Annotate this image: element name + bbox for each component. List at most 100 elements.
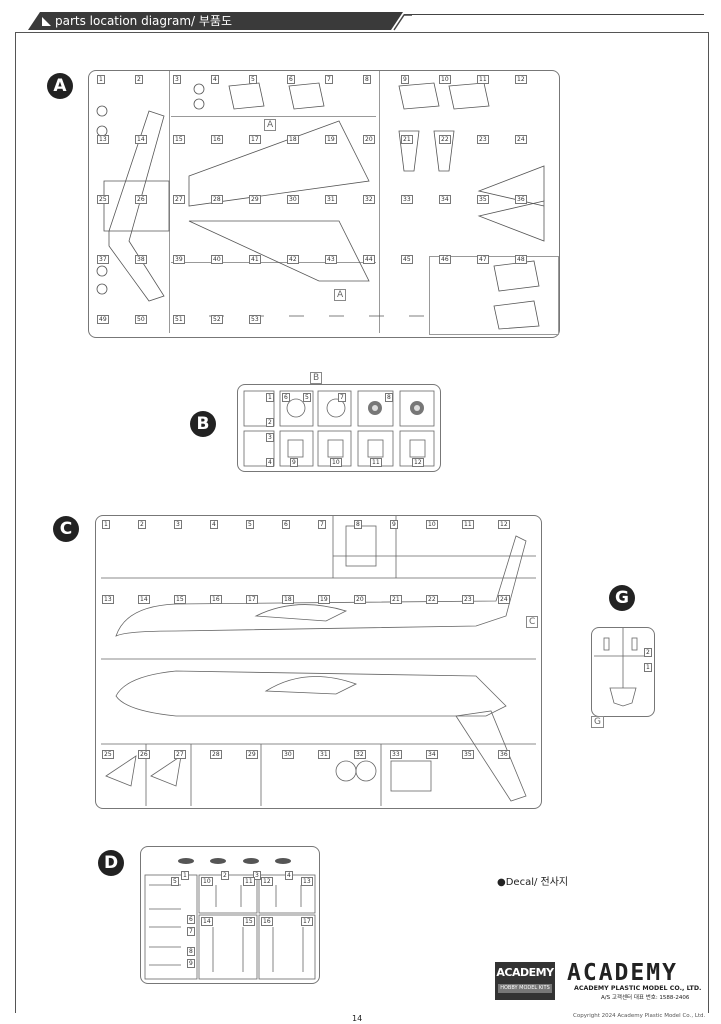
academy-wordmark: ACADEMY xyxy=(567,960,678,986)
part-number: 4 xyxy=(210,520,218,529)
part-number: 10 xyxy=(439,75,451,84)
part-number: 36 xyxy=(515,195,527,204)
sprue-d-badge: D xyxy=(98,850,124,876)
part-number: 10 xyxy=(330,458,342,467)
part-number: 34 xyxy=(426,750,438,759)
sprue-a-tag: A xyxy=(334,289,347,301)
sprue-a-tag: A xyxy=(264,119,277,131)
part-number: 15 xyxy=(243,917,255,926)
part-number: 13 xyxy=(102,595,114,604)
logo-subtext: HOBBY MODEL KITS xyxy=(498,984,552,993)
part-number: 2 xyxy=(135,75,143,84)
part-number: 11 xyxy=(370,458,382,467)
sprue-g-parts-drawing xyxy=(594,628,652,707)
part-number: 40 xyxy=(211,255,223,264)
sprue-b-tag: B xyxy=(310,372,323,384)
part-number: 1 xyxy=(644,663,652,672)
part-number: 10 xyxy=(426,520,438,529)
part-number: 12 xyxy=(515,75,527,84)
part-number: 2 xyxy=(221,871,229,880)
part-number: 9 xyxy=(290,458,298,467)
part-number: 15 xyxy=(174,595,186,604)
part-number: 7 xyxy=(318,520,326,529)
part-number: 25 xyxy=(97,195,109,204)
part-number: 46 xyxy=(439,255,451,264)
part-number: 37 xyxy=(97,255,109,264)
part-number: 2 xyxy=(644,648,652,657)
part-number: 14 xyxy=(135,135,147,144)
part-number: 12 xyxy=(261,877,273,886)
sprue-c-tag: C xyxy=(526,616,539,628)
part-number: 12 xyxy=(412,458,424,467)
part-number: 7 xyxy=(338,393,346,402)
header-slash xyxy=(393,14,412,31)
sprue-g-badge: G xyxy=(609,585,635,611)
part-number: 53 xyxy=(249,315,261,324)
section-header-bar xyxy=(28,12,403,30)
sprue-a-badge: A xyxy=(47,73,73,99)
sprue-c-parts-drawing xyxy=(101,516,536,806)
part-number: 12 xyxy=(498,520,510,529)
part-number: 13 xyxy=(301,877,313,886)
part-number: 6 xyxy=(282,393,290,402)
part-number: 5 xyxy=(249,75,257,84)
part-number: 33 xyxy=(390,750,402,759)
part-number: 29 xyxy=(246,750,258,759)
part-number: 21 xyxy=(390,595,402,604)
part-number: 29 xyxy=(249,195,261,204)
part-number: 21 xyxy=(401,135,413,144)
part-number: 51 xyxy=(173,315,185,324)
part-number: 16 xyxy=(210,595,222,604)
part-number: 17 xyxy=(301,917,313,926)
sprue-b-badge: B xyxy=(190,411,216,437)
part-number: 23 xyxy=(477,135,489,144)
part-number: 48 xyxy=(515,255,527,264)
part-number: 19 xyxy=(318,595,330,604)
part-number: 4 xyxy=(266,458,274,467)
copyright: Copyright 2024 Academy Plastic Model Co.… xyxy=(573,1013,706,1019)
part-number: 31 xyxy=(318,750,330,759)
part-number: 25 xyxy=(102,750,114,759)
sprue-d-parts-drawing xyxy=(144,858,316,980)
part-number: 17 xyxy=(246,595,258,604)
part-number: 22 xyxy=(426,595,438,604)
part-number: 41 xyxy=(249,255,261,264)
part-number: 13 xyxy=(97,135,109,144)
part-number: 2 xyxy=(266,418,274,427)
part-number: 10 xyxy=(201,877,213,886)
part-number: 23 xyxy=(462,595,474,604)
part-number: 26 xyxy=(138,750,150,759)
sprue-g: G 1 2 xyxy=(591,627,655,728)
part-number: 11 xyxy=(243,877,255,886)
part-number: 1 xyxy=(181,871,189,880)
header-rule xyxy=(404,14,704,15)
part-number: 5 xyxy=(303,393,311,402)
section-title: parts location diagram/ 부품도 xyxy=(42,12,232,30)
part-number: 7 xyxy=(187,927,195,936)
triangle-icon xyxy=(42,17,51,26)
part-number: 3 xyxy=(253,871,261,880)
part-number: 22 xyxy=(439,135,451,144)
part-number: 38 xyxy=(135,255,147,264)
part-number: 39 xyxy=(173,255,185,264)
part-number: 33 xyxy=(401,195,413,204)
decal-label: ●Decal/ 전사지 xyxy=(497,877,569,888)
part-number: 11 xyxy=(477,75,489,84)
page-number: 14 xyxy=(352,1014,363,1023)
company-name: ACADEMY PLASTIC MODEL CO., LTD. xyxy=(574,985,702,992)
part-number: 42 xyxy=(287,255,299,264)
part-number: 24 xyxy=(515,135,527,144)
part-number: 8 xyxy=(363,75,371,84)
part-number: 17 xyxy=(249,135,261,144)
part-number: 18 xyxy=(287,135,299,144)
part-number: 19 xyxy=(325,135,337,144)
part-number: 34 xyxy=(439,195,451,204)
part-number: 49 xyxy=(97,315,109,324)
part-number: 1 xyxy=(97,75,105,84)
part-number: 15 xyxy=(173,135,185,144)
sprue-g-tag: G xyxy=(591,716,604,728)
part-number: 26 xyxy=(135,195,147,204)
